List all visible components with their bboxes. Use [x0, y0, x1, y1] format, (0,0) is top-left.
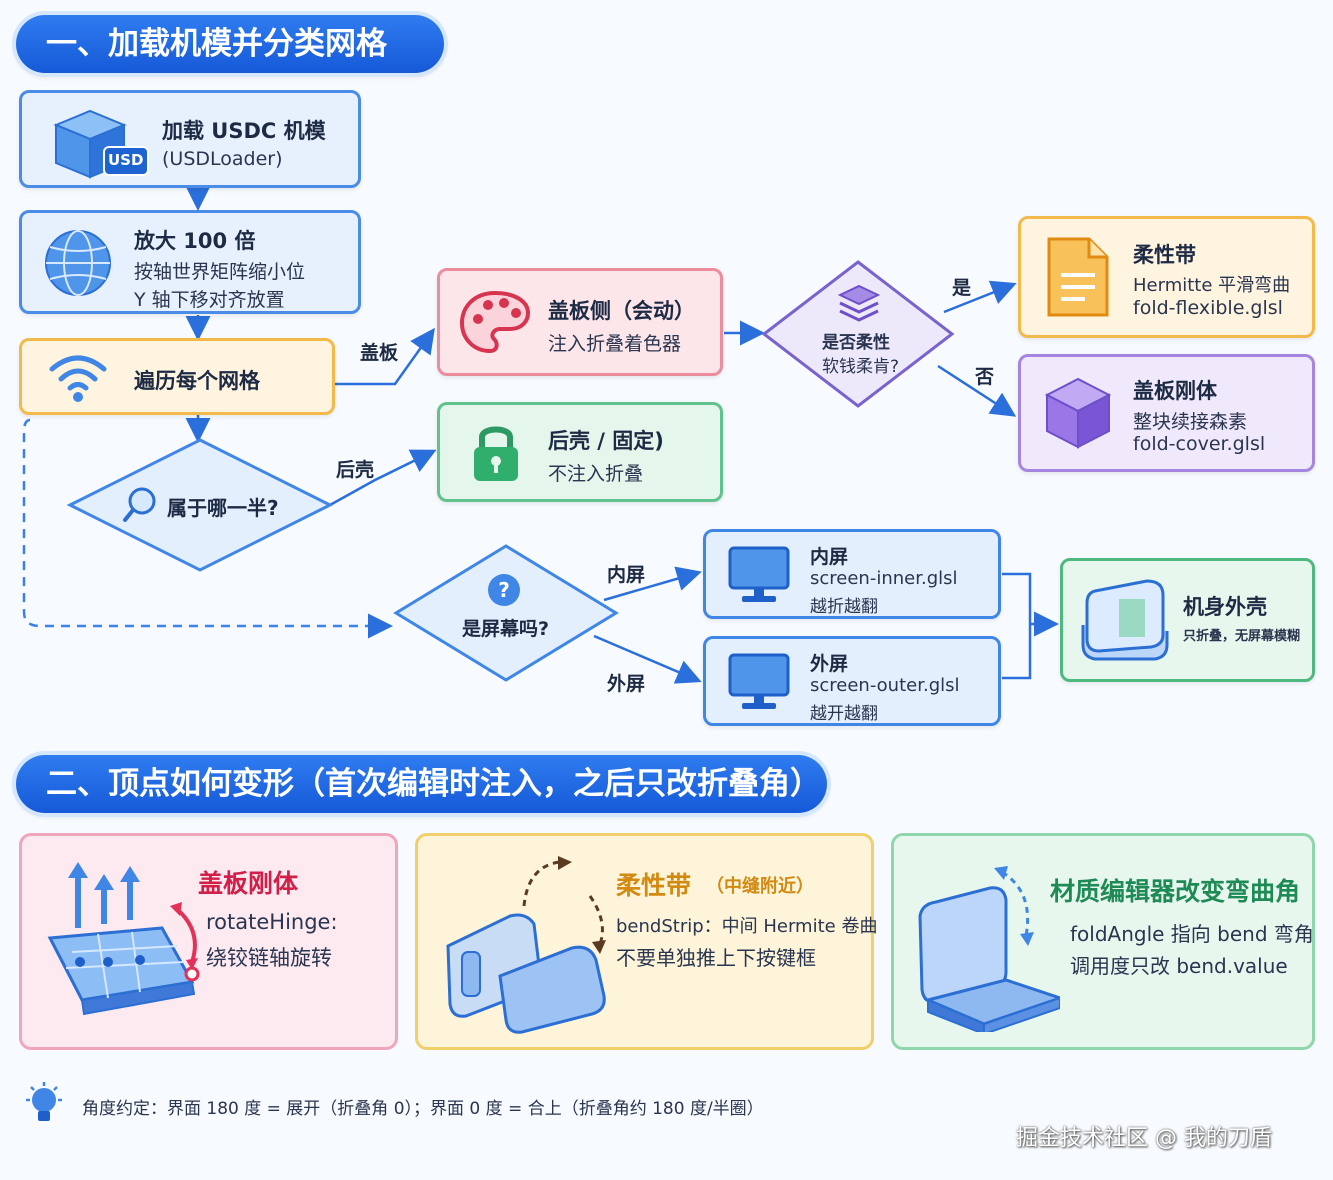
- cover-side-line1: 注入折叠着色器: [548, 333, 682, 355]
- outer-screen-line2: 越开越翻: [810, 704, 878, 724]
- back-shell-line1: 不注入折叠: [548, 463, 644, 485]
- node-load: USD 加载 USDC 机模 (USDLoader): [19, 90, 361, 188]
- node-inner-screen: 内屏 screen-inner.glsl 越折越翻: [703, 529, 1001, 619]
- card-material-line2: 调用度只改 bend.value: [1070, 954, 1288, 978]
- footnote: 角度约定：界面 180 度 = 展开（折叠角 0）；界面 0 度 = 合上（折叠…: [82, 1099, 764, 1119]
- edge-label-no: 否: [975, 366, 995, 388]
- edge-label-outer: 外屏: [607, 673, 646, 695]
- question-icon: ?: [488, 574, 520, 606]
- cover-side-title: 盖板侧（会动）: [548, 299, 695, 323]
- card-material-line1: foldAngle 指向 bend 弯角: [1070, 922, 1314, 946]
- layers-icon: [838, 284, 880, 322]
- load-sub: (USDLoader): [162, 148, 283, 170]
- edge-outer: [593, 634, 702, 684]
- monitor-icon: [728, 546, 790, 602]
- inner-screen-line2: 越折越翻: [810, 597, 878, 617]
- diamond-is-screen: [393, 544, 619, 682]
- card-flex-title: 柔性带: [616, 871, 692, 900]
- watermark: 掘金技术社区 @ 我的刀盾: [1016, 1126, 1272, 1151]
- edge-label-cover: 盖板: [360, 342, 399, 364]
- load-title: 加载 USDC 机模: [162, 119, 326, 143]
- traverse-title: 遍历每个网格: [134, 369, 260, 393]
- lock-icon: [474, 426, 518, 481]
- diamond-is-flexible: [761, 260, 955, 408]
- card-rigid: 盖板刚体 rotateHinge: 绕铰链轴旋转: [19, 833, 398, 1050]
- node-cover-side: 盖板侧（会动） 注入折叠着色器: [437, 268, 723, 376]
- globe-icon: [45, 230, 111, 296]
- inner-screen-title: 内屏: [810, 546, 849, 568]
- monitor-icon: [728, 653, 790, 709]
- node-back-shell: 后壳 / 固定) 不注入折叠: [437, 402, 723, 502]
- card-flex-line2: 不要单独推上下按键框: [616, 946, 816, 970]
- card-flex: 柔性带 （中缝附近） bendStrip：中间 Hermite 卷曲 不要单独推…: [415, 833, 878, 1050]
- edge-no: [937, 364, 1017, 417]
- fold-angle-icon: [918, 866, 1060, 1032]
- hinge-rotate-icon: [47, 862, 200, 1016]
- node-scale: 放大 100 倍 按轴世界矩阵缩小位 Y 轴下移对齐放置: [19, 210, 361, 314]
- section1-title: 一、加载机模并分类网格: [46, 26, 387, 62]
- purple-cube-icon: [1044, 377, 1112, 449]
- card-flex-line1: bendStrip：中间 Hermite 卷曲: [616, 916, 878, 937]
- palette-icon: [460, 290, 530, 354]
- cube-icon: [53, 109, 149, 179]
- edge-dashed: [22, 418, 393, 639]
- edge-label-inner: 内屏: [607, 564, 646, 586]
- svg-text:?: ?: [498, 578, 510, 602]
- outer-screen-title: 外屏: [810, 653, 849, 675]
- edge-back: [329, 449, 437, 507]
- body-shell-title: 机身外壳: [1183, 595, 1267, 619]
- card-rigid-line2: 绕铰链轴旋转: [206, 946, 332, 970]
- edge-cover: [335, 327, 435, 386]
- scale-line1: 按轴世界矩阵缩小位: [134, 261, 306, 283]
- card-rigid-line1: rotateHinge:: [206, 910, 338, 934]
- section2-banner: 二、顶点如何变形（首次编辑时注入，之后只改折叠角）: [16, 755, 827, 813]
- flex-band-title: 柔性带: [1133, 243, 1196, 267]
- node-outer-screen: 外屏 screen-outer.glsl 越开越翻: [703, 636, 1001, 726]
- node-cover-rigid: 盖板刚体 整块续接森素 fold-cover.glsl: [1018, 354, 1315, 472]
- phone-shell-icon: [1081, 579, 1169, 661]
- node-flex-band: 柔性带 Hermitte 平滑弯曲 fold-flexible.glsl: [1018, 216, 1315, 338]
- edge-label-back: 后壳: [336, 459, 375, 481]
- scale-title: 放大 100 倍: [134, 229, 256, 253]
- is-flexible-line2: 软钱柔肯?: [822, 357, 900, 377]
- is-flexible-line1: 是否柔性: [822, 333, 890, 353]
- wifi-icon: [49, 355, 107, 402]
- back-shell-title: 后壳 / 固定): [548, 429, 664, 453]
- cover-rigid-title: 盖板刚体: [1133, 379, 1217, 403]
- edge-label-yes: 是: [952, 277, 972, 299]
- card-flex-title-note: （中缝附近）: [706, 876, 814, 897]
- document-icon: [1047, 237, 1109, 317]
- edge-bracket: [1002, 572, 1032, 680]
- node-body-shell: 机身外壳 只折叠，无屏幕模糊: [1060, 558, 1315, 682]
- which-half-label: 属于哪一半?: [167, 496, 279, 520]
- search-icon: [123, 487, 156, 522]
- scale-line2: Y 轴下移对齐放置: [134, 289, 285, 311]
- card-material-title: 材质编辑器改变弯曲角: [1050, 877, 1301, 906]
- is-screen-label: 是屏幕吗?: [462, 618, 550, 640]
- flow-connectors: [22, 186, 1059, 684]
- diamond-which-half: [66, 438, 334, 572]
- node-traverse: 遍历每个网格: [19, 338, 335, 415]
- card-rigid-title: 盖板刚体: [198, 869, 299, 898]
- edge-yes: [943, 280, 1017, 314]
- cover-rigid-line2: fold-cover.glsl: [1133, 433, 1266, 455]
- bend-strip-icon: [446, 856, 606, 1034]
- flex-band-line2: fold-flexible.glsl: [1133, 297, 1283, 319]
- section1-banner: 一、加载机模并分类网格: [16, 15, 444, 73]
- body-shell-line1: 只折叠，无屏幕模糊: [1183, 629, 1301, 644]
- lightbulb-icon: [26, 1082, 62, 1121]
- section2-title: 二、顶点如何变形（首次编辑时注入，之后只改折叠角）: [46, 766, 821, 802]
- edge-inner: [603, 566, 702, 602]
- flex-band-line1: Hermitte 平滑弯曲: [1133, 275, 1291, 296]
- card-material: 材质编辑器改变弯曲角 foldAngle 指向 bend 弯角 调用度只改 be…: [891, 833, 1315, 1050]
- inner-screen-line1: screen-inner.glsl: [810, 568, 958, 589]
- cover-rigid-line1: 整块续接森素: [1133, 411, 1248, 433]
- outer-screen-line1: screen-outer.glsl: [810, 675, 960, 696]
- usd-badge: USD: [108, 151, 144, 169]
